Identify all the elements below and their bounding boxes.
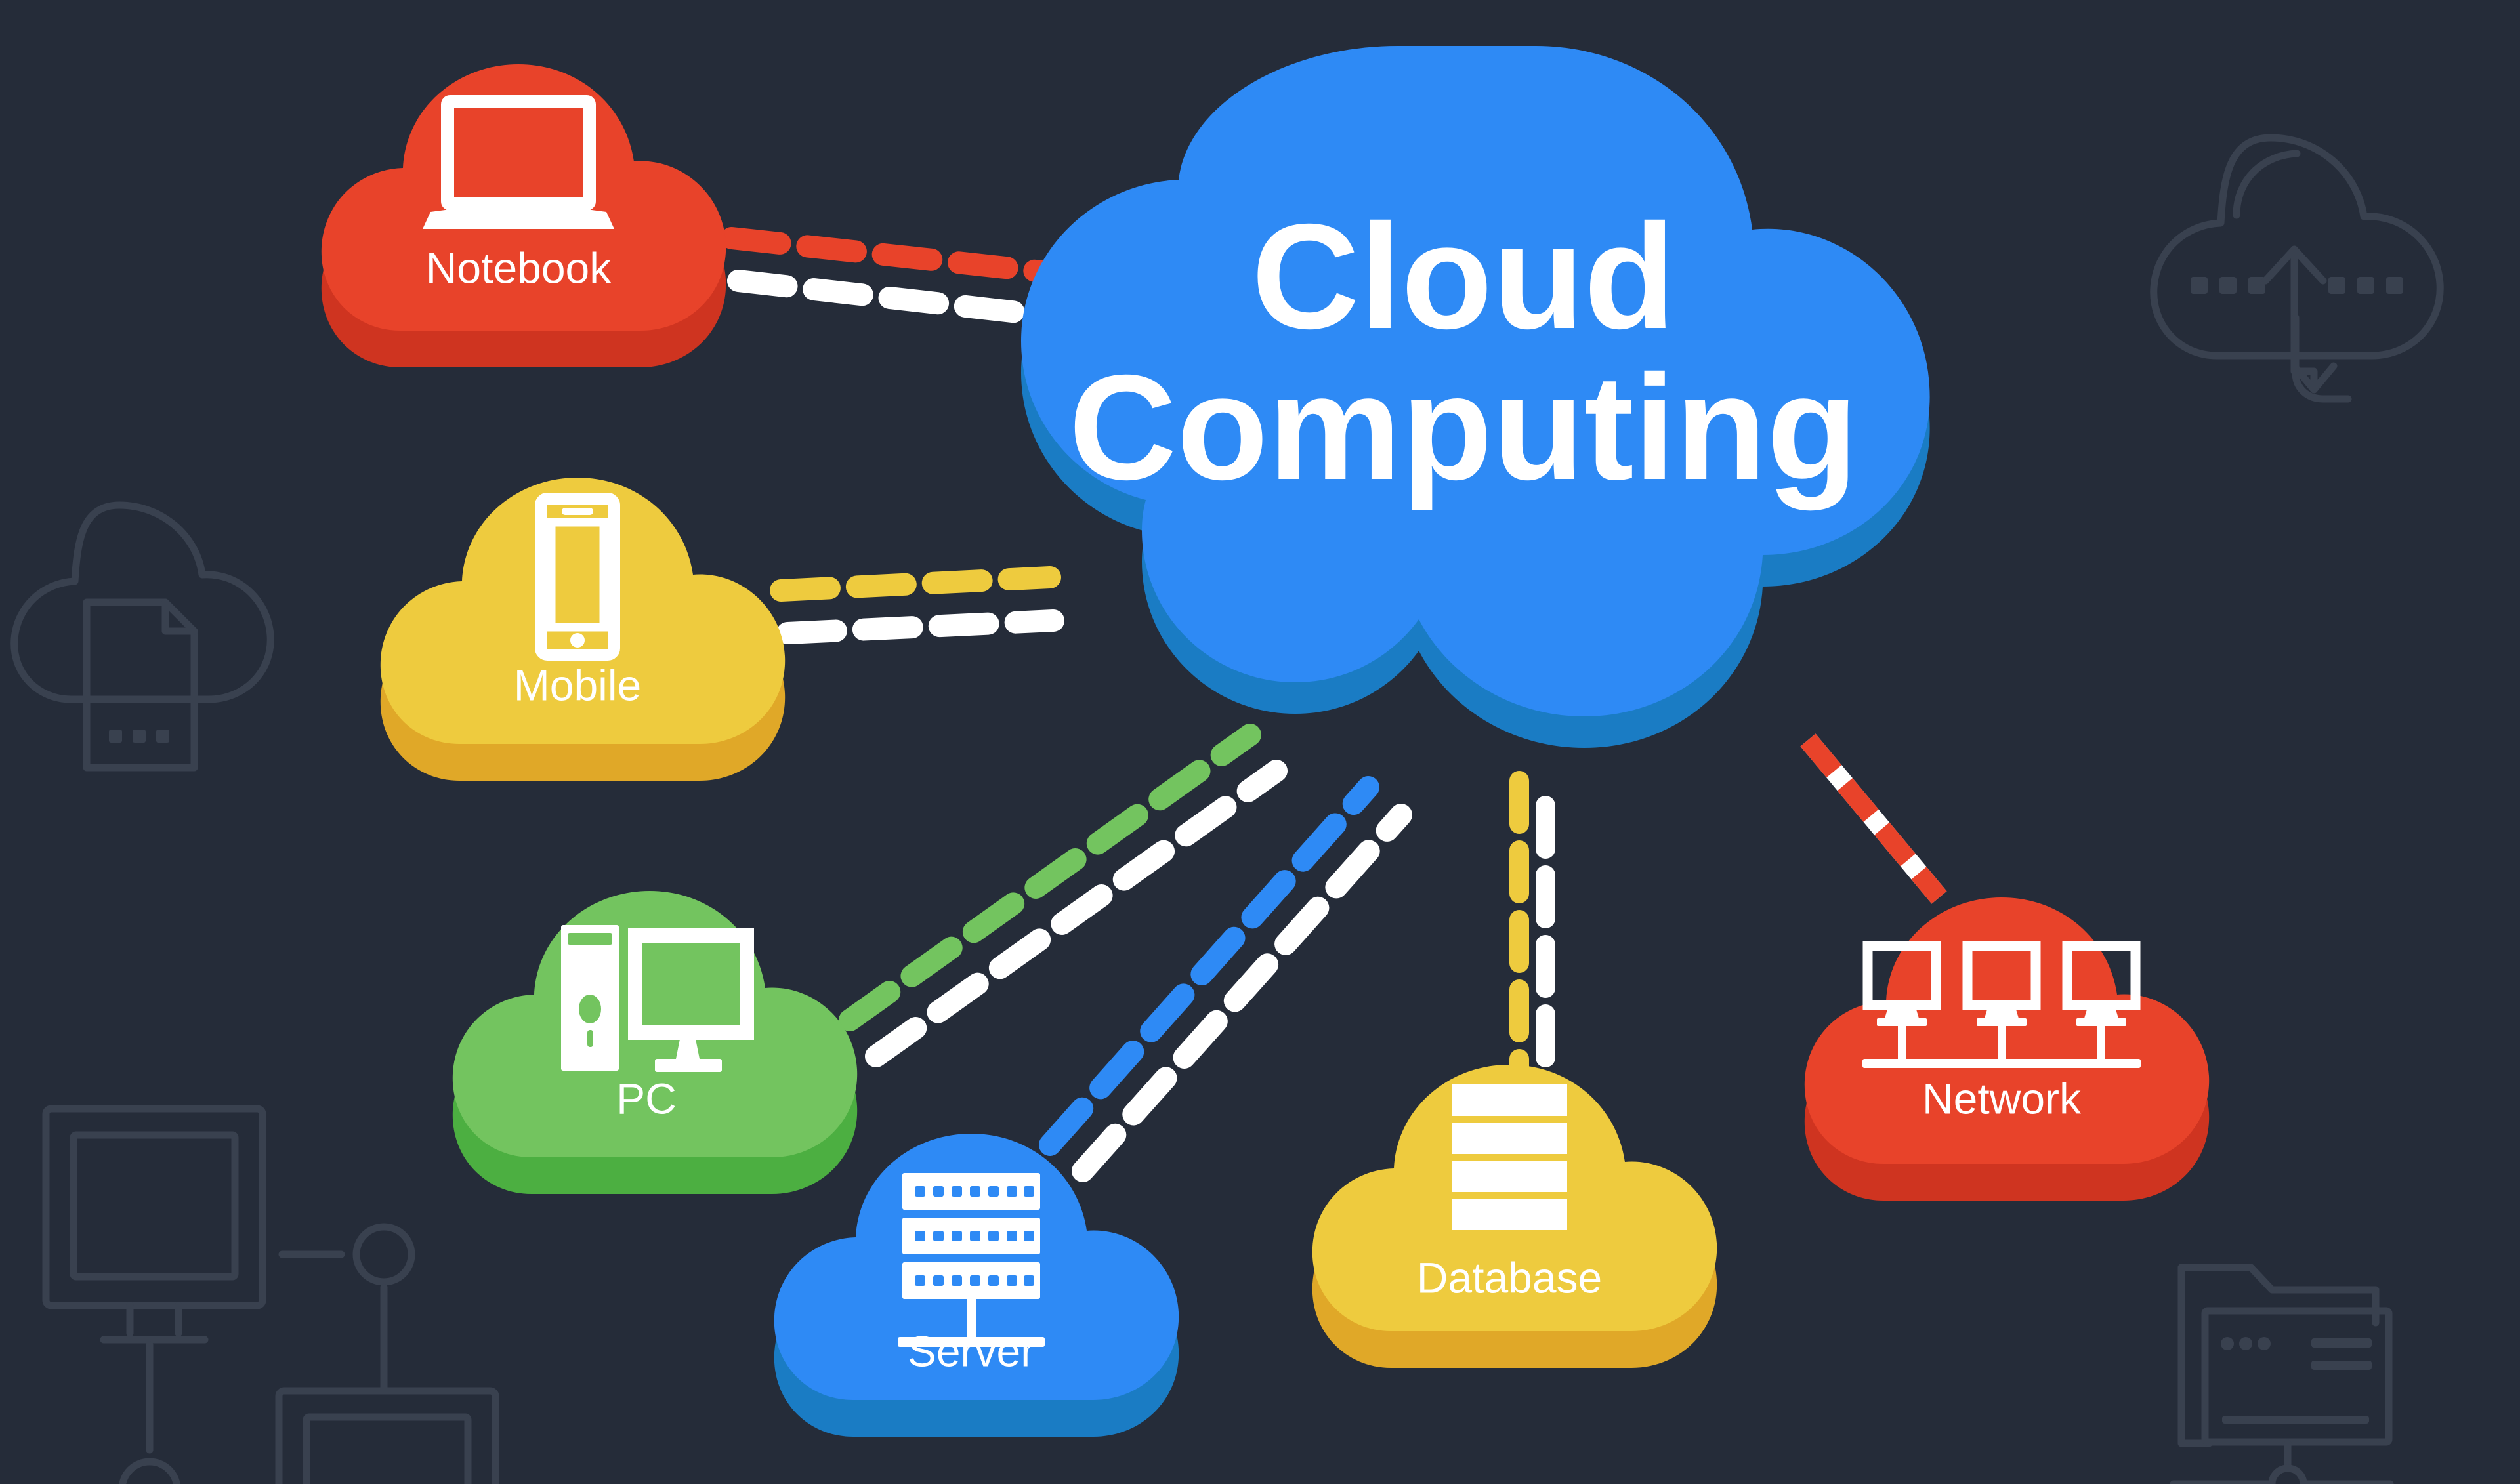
connection-network (1800, 733, 1947, 904)
laptop-icon (423, 95, 614, 229)
connection-notebook-white (727, 270, 1087, 330)
server-rack-icon (898, 1173, 1045, 1347)
watermark-layer (10, 134, 2444, 1484)
shared-folder-watermark (2170, 1264, 2394, 1484)
connection-notebook-color (721, 227, 1078, 285)
server-label: Server (908, 1327, 1035, 1375)
center-cloud-body (1021, 46, 1930, 716)
connection-server-white (1072, 804, 1412, 1182)
connection-layer (721, 227, 1947, 1182)
node-server[interactable]: Server (774, 1134, 1179, 1437)
connection-mobile-white (776, 609, 1064, 644)
smartphone-icon (535, 493, 620, 661)
network-label: Network (1922, 1074, 2082, 1123)
mobile-label: Mobile (514, 661, 641, 709)
connection-database (1509, 771, 1555, 1107)
connection-pc-color (839, 724, 1261, 1031)
connection-server (1039, 776, 1412, 1182)
node-network[interactable]: Network (1804, 897, 2210, 1201)
connection-pc (839, 724, 1288, 1067)
database-label: Database (1417, 1253, 1603, 1302)
network-topology-watermark (42, 1105, 499, 1484)
connection-mobile (770, 566, 1064, 644)
cloud-computing-hub[interactable]: Cloud Computing (1021, 46, 1930, 748)
connection-server-color (1039, 776, 1379, 1156)
node-mobile[interactable]: Mobile (380, 478, 786, 781)
center-title-line2: Computing (1068, 344, 1858, 511)
cloud-document-watermark (10, 501, 274, 772)
connection-mobile-color (770, 566, 1061, 602)
connection-notebook (721, 227, 1087, 330)
pc-label: PC (616, 1074, 677, 1123)
node-database[interactable]: Database (1312, 1065, 1717, 1368)
notebook-label: Notebook (426, 243, 612, 292)
network-monitors-icon (1862, 941, 2141, 1068)
database-stack-icon (1452, 1084, 1567, 1230)
connection-network-color (1800, 733, 1947, 904)
node-pc[interactable]: PC (452, 891, 858, 1194)
desktop-tower-icon (561, 925, 754, 1072)
cloud-sync-watermark (2150, 134, 2444, 403)
center-title-line1: Cloud (1251, 194, 1675, 360)
connection-pc-white (865, 760, 1288, 1067)
node-notebook[interactable]: Notebook (321, 64, 726, 367)
network-cloud-body (1804, 897, 2210, 1164)
